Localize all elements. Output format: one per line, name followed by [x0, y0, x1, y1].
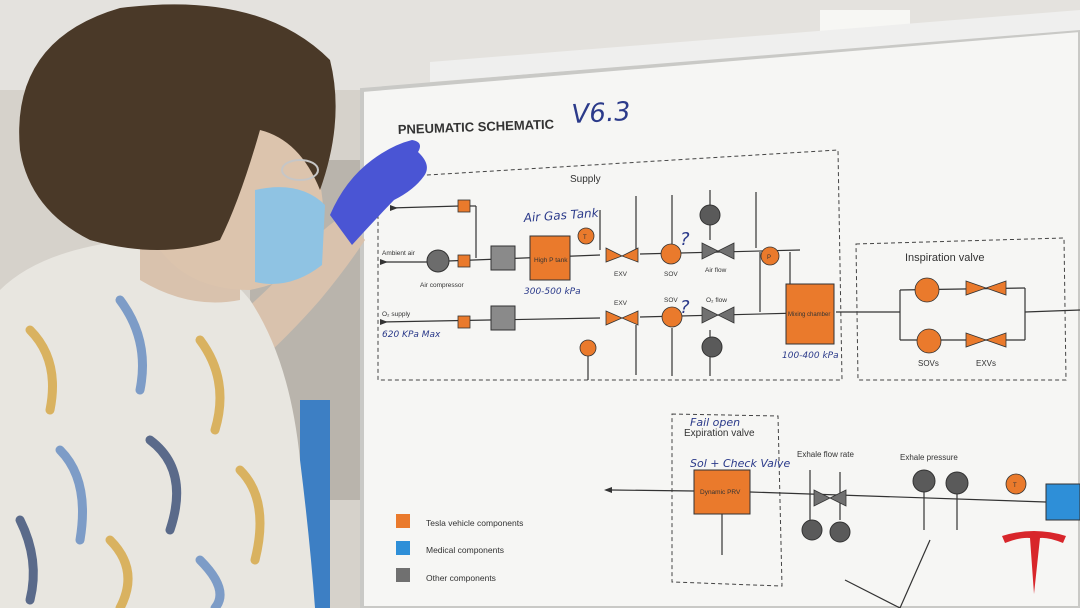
pressure-gauge-icon: [699, 204, 721, 226]
legend-swatch-tesla: [396, 514, 410, 528]
sensor-t-label: T: [583, 235, 587, 241]
exhale-flow-meter-icon: [829, 489, 847, 507]
sov-valve-icon: [660, 243, 682, 265]
arrow-head: [380, 259, 388, 265]
dynamic-prv-label: Dynamic PRV: [700, 489, 741, 496]
sensor-t-exhale-label: T: [1013, 483, 1017, 489]
legend-label-medical: Medical components: [426, 545, 504, 555]
exv-valve-icon: [621, 247, 639, 263]
exv-valve-icon: [984, 332, 1007, 348]
sensor-p-label: P: [767, 255, 771, 261]
ambient-air-label: Ambient air: [382, 250, 416, 257]
sov-valve-icon: [914, 277, 940, 303]
inspiration-title: Inspiration valve: [905, 252, 985, 264]
mixing-chamber: [785, 283, 835, 345]
sensor-t-top: [577, 227, 595, 245]
exv-valve-icon: [621, 310, 639, 326]
pressure-gauge-icon: [801, 519, 823, 541]
sensor-t-bottom: [579, 339, 597, 357]
expiration-title: Expiration valve: [684, 428, 755, 439]
medical-component-box: [1045, 483, 1080, 521]
exv-top-label: EXV: [614, 271, 628, 278]
mixing-chamber-label: Mixing chamber: [788, 312, 830, 318]
o2-flow-meter-icon: [717, 306, 735, 324]
blue-glove-hand: [330, 140, 427, 245]
regulator-box: [490, 245, 516, 271]
whiteboard: [360, 27, 1080, 608]
tank-pressure-handwritten: 300-500 kPa: [524, 287, 581, 297]
o2-pressure-handwritten: 620 KPa Max: [382, 330, 441, 340]
filter-square: [457, 254, 471, 268]
regulator-box: [490, 305, 516, 331]
air-compressor-label: Air compressor: [420, 282, 465, 289]
exv-valve-icon: [965, 280, 988, 296]
shirt-pattern: [15, 295, 265, 608]
sensor-p: [760, 246, 780, 266]
sensor-t-exhale: [1005, 473, 1027, 495]
air-flow-meter-icon: [717, 242, 735, 260]
supply-title: Supply: [570, 174, 601, 185]
sol-check-valve-handwritten: Sol + Check Valve: [690, 457, 790, 470]
tank-note-handwritten: Air Gas Tank: [522, 206, 600, 225]
arrow-head: [380, 319, 388, 325]
expiration-group-box: [671, 413, 783, 587]
high-p-tank: [529, 235, 571, 281]
filter-square: [457, 315, 471, 329]
exv-valve-icon: [605, 310, 623, 326]
o2-flow-label: O₂ flow: [706, 297, 727, 304]
question-mark-handwritten: ?: [680, 297, 690, 318]
exhale-flow-rate-label: Exhale flow rate: [797, 450, 854, 459]
question-mark-handwritten: ?: [680, 229, 690, 250]
exv-bottom-label: EXV: [614, 300, 628, 307]
legend-label-other: Other components: [426, 573, 496, 583]
air-flow-label: Air flow: [705, 267, 727, 274]
inspiration-group-box: [855, 237, 1067, 381]
legend-swatch-medical: [396, 541, 410, 555]
sov-valve-icon: [916, 328, 942, 354]
pressure-gauge-icon: [945, 471, 969, 495]
legend-swatch-other: [396, 568, 410, 582]
person: [0, 4, 427, 608]
filter-square: [457, 199, 471, 213]
legend-label-tesla: Tesla vehicle components: [426, 518, 523, 528]
o2-flow-meter-icon: [701, 306, 719, 324]
arrow-head: [390, 205, 398, 211]
whiteboard-top-rim: [430, 10, 1080, 82]
exvs-label: EXVs: [976, 359, 996, 368]
pressure-gauge-icon: [701, 336, 723, 358]
dynamic-prv: [693, 469, 751, 515]
high-p-tank-label: High P tank: [534, 257, 568, 264]
schematic-title: PNEUMATIC SCHEMATIC: [398, 117, 555, 137]
exv-valve-icon: [984, 280, 1007, 296]
mixing-pressure-handwritten: 100-400 kPa: [782, 351, 839, 361]
pressure-gauge-icon: [829, 521, 851, 543]
o2-supply-label: O₂ supply: [382, 311, 411, 318]
exhale-pressure-label: Exhale pressure: [900, 453, 958, 462]
sovs-label: SOVs: [918, 359, 939, 368]
exv-valve-icon: [965, 332, 988, 348]
sov-bottom-label: SOV: [664, 297, 678, 304]
pressure-gauge-icon: [912, 469, 936, 493]
version-handwritten: V6.3: [571, 97, 632, 130]
glasses: [281, 159, 319, 181]
arrow-head: [604, 487, 612, 493]
tesla-logo-icon: [1002, 531, 1066, 594]
air-flow-meter-icon: [701, 242, 719, 260]
air-compressor-icon: [426, 249, 450, 273]
sov-valve-icon: [661, 306, 683, 328]
sov-top-label: SOV: [664, 271, 678, 278]
exhale-flow-meter-icon: [813, 489, 831, 507]
fail-open-handwritten: Fail open: [690, 416, 740, 429]
exv-valve-icon: [605, 247, 623, 263]
face-mask: [255, 187, 325, 284]
person-hair: [19, 4, 336, 251]
supply-pipes: [379, 190, 900, 380]
